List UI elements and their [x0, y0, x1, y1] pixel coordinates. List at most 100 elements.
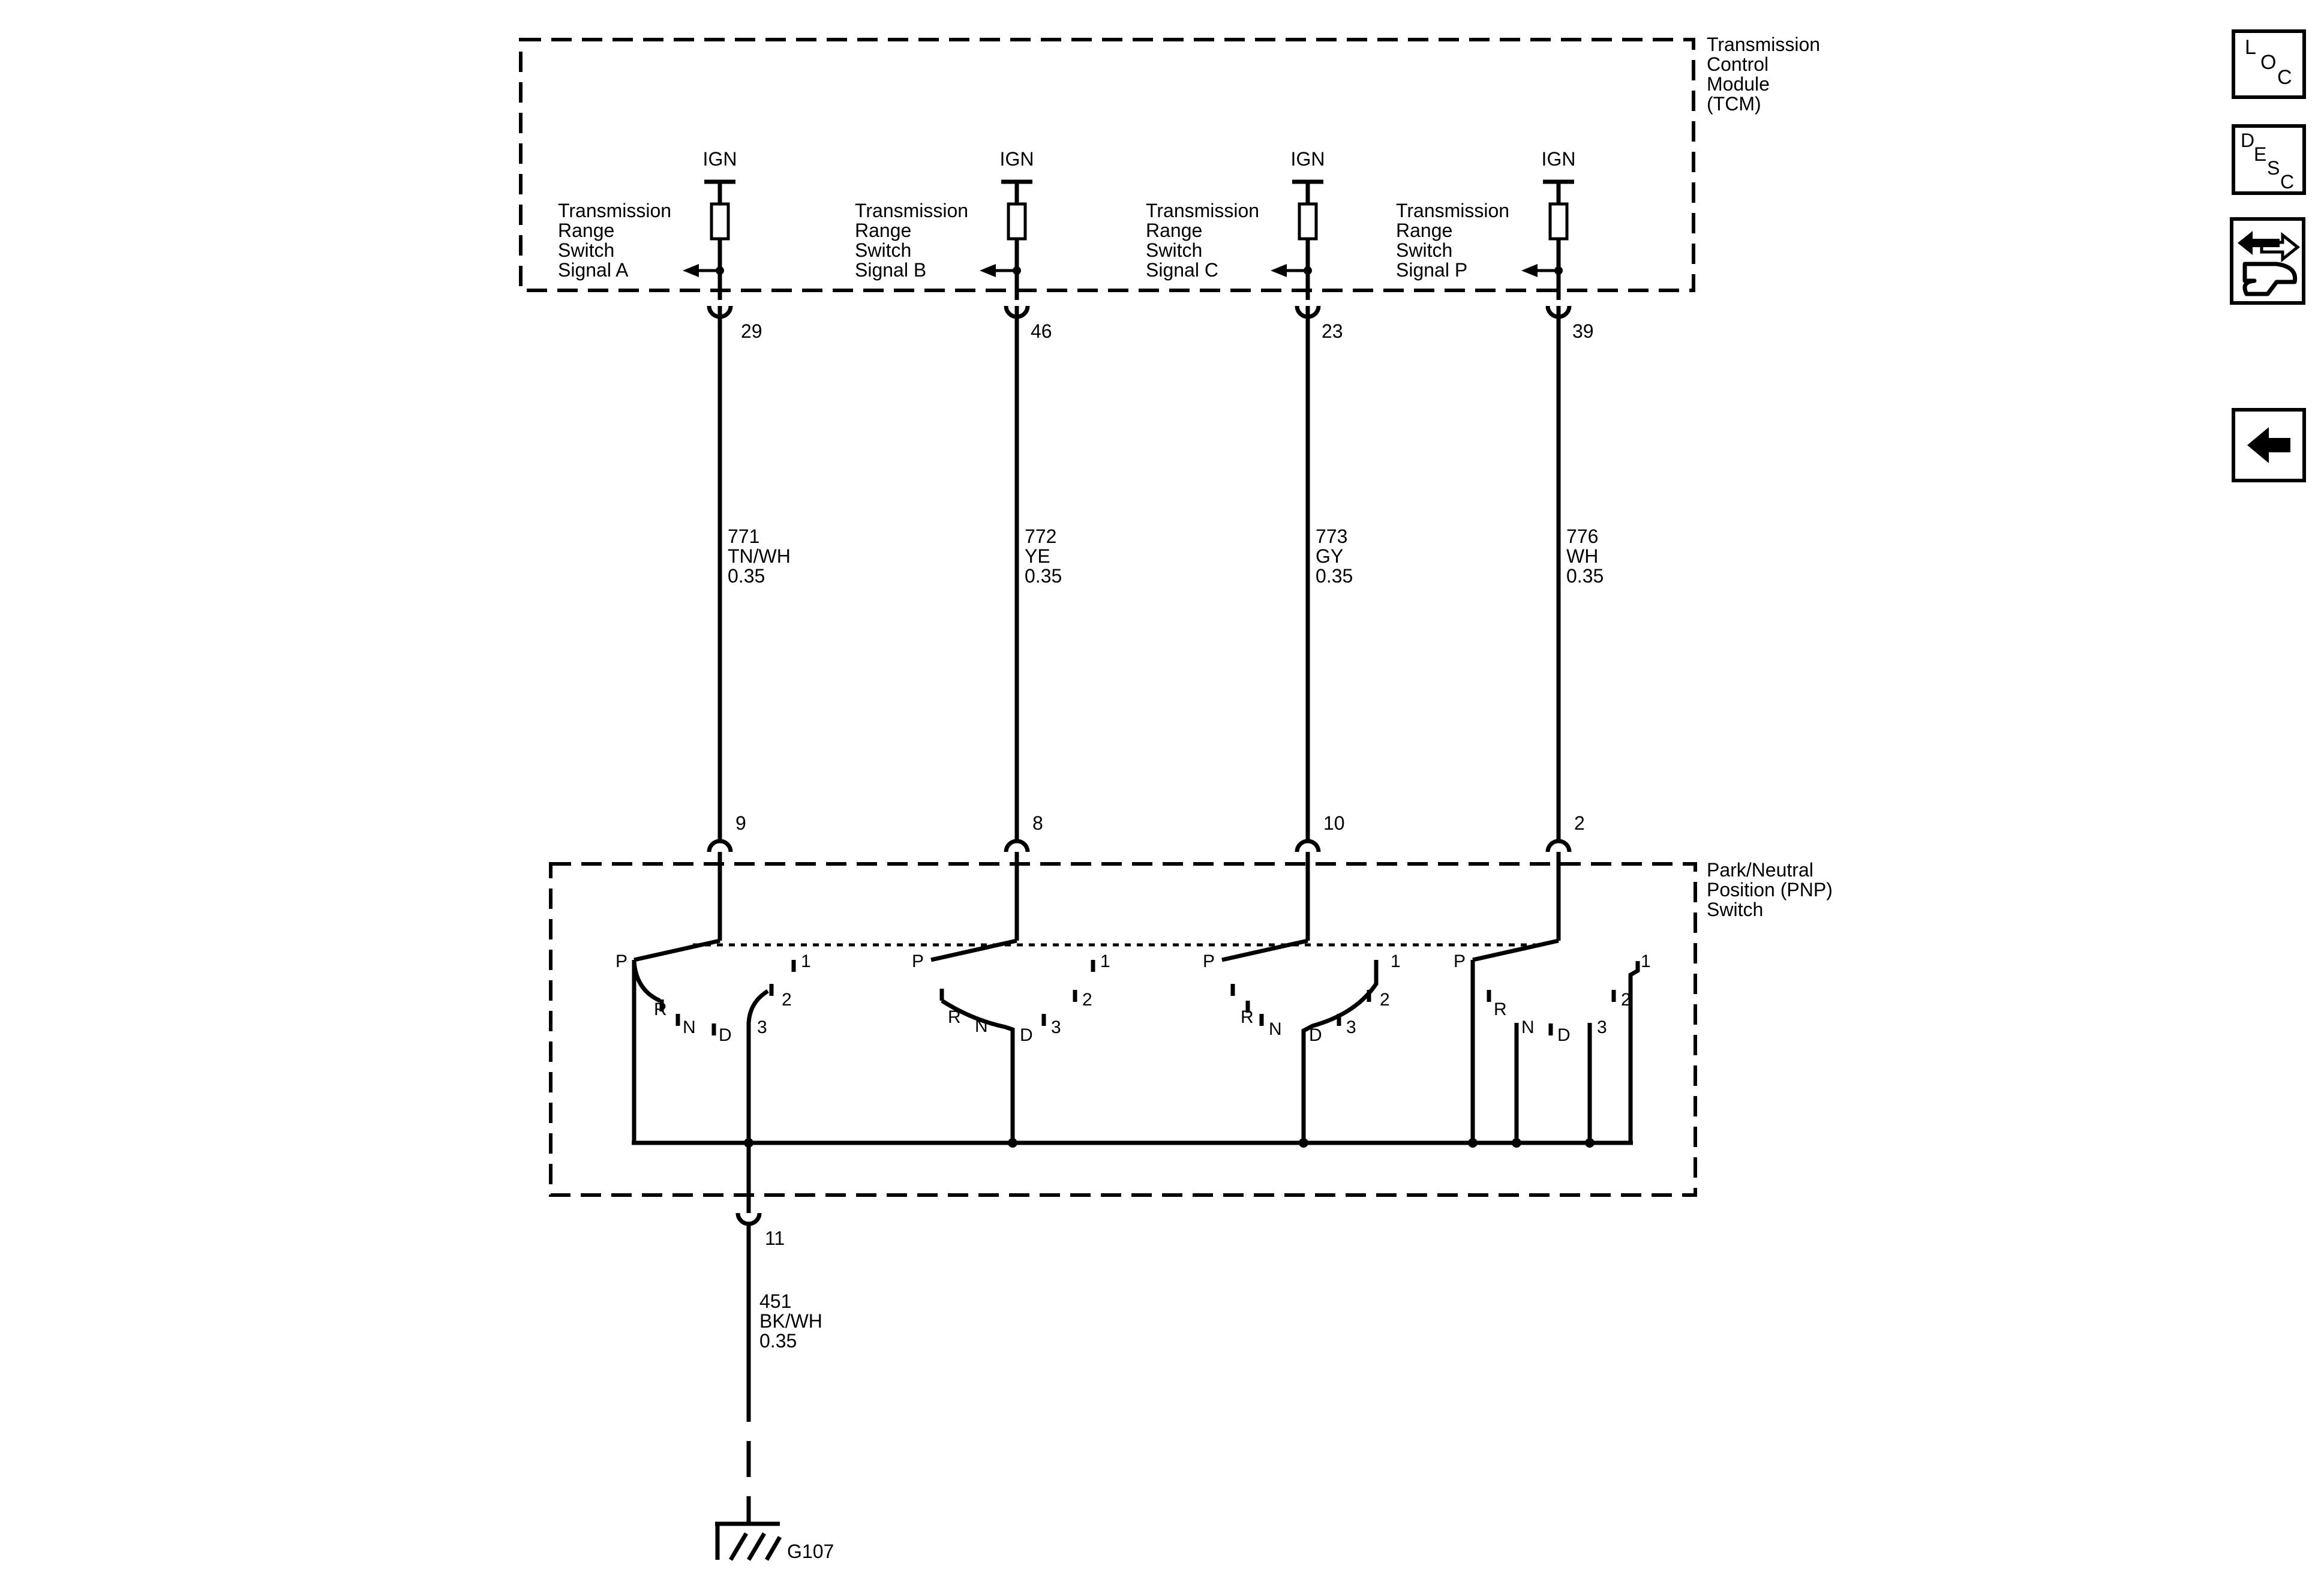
wire-gauge: 0.35 [728, 565, 765, 587]
tcm-title-line: (TCM) [1707, 93, 1761, 115]
position-label: D [719, 1025, 732, 1045]
switch-p-contacts: P R N D 3 2 1 [1454, 951, 1651, 1143]
position-label: 1 [1641, 951, 1651, 971]
position-label: 3 [1346, 1017, 1356, 1037]
desc-button[interactable]: D E S C [2232, 124, 2306, 195]
position-label: D [1020, 1025, 1033, 1045]
pullup-resistor [1298, 202, 1318, 241]
position-label: P [615, 951, 627, 971]
pnp-boundary [549, 862, 1697, 1197]
back-button[interactable] [2232, 408, 2306, 482]
pullup-resistor [710, 202, 730, 241]
harness-wires: 771 TN/WH 0.35 772 YE 0.35 773 GY 0.35 7… [717, 306, 1604, 840]
loc-letter: C [2277, 66, 2292, 89]
wire-circuit: 771 [728, 526, 759, 547]
wire-circuit: 776 [1566, 526, 1598, 547]
signal-label-line: Transmission [1396, 200, 1509, 221]
tcm-title-line: Control [1707, 53, 1768, 75]
wire-gauge: 0.35 [1316, 565, 1353, 587]
junction-dot [1585, 1138, 1595, 1148]
contact-lead [1628, 961, 1640, 1143]
wire-circuit: 772 [1025, 526, 1056, 547]
ign-label: IGN [1000, 148, 1034, 170]
junction-dot [1008, 1138, 1017, 1148]
ign-label: IGN [703, 148, 737, 170]
tcm-pin-label: 23 [1322, 320, 1343, 342]
pnp-switch: Park/Neutral Position (PNP) Switch 9 8 1… [549, 812, 1833, 1249]
position-label: 3 [757, 1017, 767, 1037]
ign-label: IGN [1542, 148, 1576, 170]
pnp-title-line: Park/Neutral [1707, 859, 1813, 881]
tcm-channel-p: IGN Transmission Range Switch Signal P 3… [1396, 148, 1594, 342]
wire-gauge: 0.35 [1025, 565, 1062, 587]
junction-dot [1299, 1138, 1308, 1148]
tcm-pin-label: 29 [741, 320, 762, 342]
switch-b-contacts: P R N D 3 2 1 [912, 951, 1110, 1143]
junction-dot [1468, 1138, 1478, 1148]
tcm-boundary [519, 38, 1695, 292]
signal-arrow [1521, 264, 1538, 277]
wire-color: BK/WH [759, 1310, 822, 1332]
position-label: R [654, 999, 667, 1019]
desc-letter: D [2241, 130, 2254, 151]
ground-circuit: 451 BK/WH 0.35 G107 [715, 1224, 834, 1562]
connector-symbol [1545, 839, 1572, 852]
position-label: 3 [1051, 1017, 1061, 1037]
tcm-title-line: Module [1707, 73, 1770, 95]
wire-color: YE [1025, 545, 1050, 567]
ground-label: G107 [787, 1541, 834, 1562]
ign-label: IGN [1291, 148, 1325, 170]
desc-letter: C [2280, 171, 2294, 193]
switch-blade-c [1221, 938, 1308, 962]
loc-letter: O [2260, 51, 2276, 74]
tcm-channel-c: IGN Transmission Range Switch Signal C 2… [1146, 148, 1343, 342]
pnp-title-line: Switch [1707, 899, 1763, 920]
position-label: D [1557, 1025, 1571, 1045]
position-label: 3 [1597, 1017, 1607, 1037]
pnp-pin-label: 10 [1323, 812, 1345, 834]
signal-label-line: Range [1146, 220, 1202, 241]
loc-letter: L [2245, 36, 2256, 59]
signal-label-line: Signal C [1146, 259, 1218, 281]
position-label: R [948, 1007, 961, 1027]
signal-label-line: Signal B [855, 259, 926, 281]
position-label: N [975, 1016, 988, 1036]
position-label: P [1454, 951, 1466, 971]
wire-circuit: 773 [1316, 526, 1347, 547]
switch-blade-b [930, 938, 1017, 962]
signal-label-line: Switch [855, 239, 911, 261]
desc-letter: E [2254, 143, 2266, 165]
switch-blade-a [633, 938, 720, 962]
pnp-title-line: Position (PNP) [1707, 879, 1833, 900]
position-label: N [1269, 1019, 1282, 1039]
tcm-module: Transmission Control Module (TCM) IGN Tr… [519, 34, 1820, 342]
signal-label-line: Signal P [1396, 259, 1467, 281]
tcm-title-line: Transmission [1707, 34, 1820, 55]
connector-symbol [1295, 839, 1321, 852]
signal-arrow [683, 264, 699, 277]
contact-arc [746, 989, 769, 1143]
connector-arrows-icon [2238, 231, 2301, 296]
signal-label-line: Range [855, 220, 911, 241]
junction-dot [1512, 1138, 1521, 1148]
wire-gauge: 0.35 [1566, 565, 1604, 587]
switch-blade-p [1472, 938, 1559, 962]
signal-label-line: Signal A [558, 259, 629, 281]
pnp-pin-label: 2 [1574, 812, 1585, 834]
tcm-pin-label: 46 [1031, 320, 1052, 342]
position-label: R [1494, 999, 1507, 1019]
position-label: P [912, 951, 924, 971]
signal-label-line: Switch [1146, 239, 1202, 261]
signal-label-line: Switch [1396, 239, 1452, 261]
signal-label-line: Transmission [558, 200, 671, 221]
signal-label-line: Range [558, 220, 614, 241]
contact-arc [941, 999, 1015, 1143]
connector-view-button[interactable] [2230, 217, 2305, 305]
loc-button[interactable]: L O C [2232, 29, 2306, 99]
position-label: N [683, 1017, 696, 1037]
desc-letter: S [2267, 157, 2280, 179]
wire-circuit: 451 [759, 1290, 791, 1312]
contact-arc [1301, 960, 1379, 1143]
signal-label-line: Range [1396, 220, 1452, 241]
